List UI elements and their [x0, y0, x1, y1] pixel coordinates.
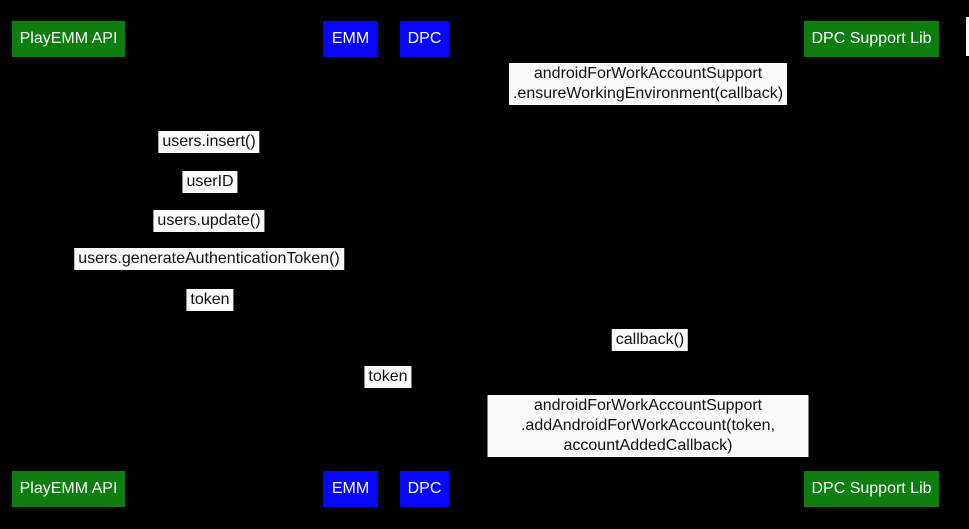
participant-playemm-api-top: PlayEMM API — [12, 21, 125, 57]
participant-dpc-support-lib-top: DPC Support Lib — [804, 21, 939, 57]
participant-emm-top: EMM — [323, 21, 378, 57]
message-token-to-dpc: token — [364, 366, 412, 388]
message-token-to-emm: token — [186, 289, 234, 311]
participant-dpc-bottom: DPC — [400, 471, 449, 507]
participant-emm-bottom: EMM — [323, 471, 378, 507]
message-callback: callback() — [611, 329, 689, 351]
vertical-scrollbar-thumb[interactable] — [966, 17, 969, 56]
message-ensure-working-environment: androidForWorkAccountSupport .ensureWork… — [508, 63, 788, 105]
message-users-insert: users.insert() — [158, 131, 260, 153]
participant-playemm-api-bottom: PlayEMM API — [12, 471, 125, 507]
message-add-android-for-work-account: androidForWorkAccountSupport .addAndroid… — [487, 395, 809, 457]
participant-dpc-support-lib-bottom: DPC Support Lib — [804, 471, 939, 507]
message-userid: userID — [182, 171, 238, 193]
message-users-generate-authentication-token: users.generateAuthenticationToken() — [74, 248, 344, 270]
message-users-update: users.update() — [153, 210, 265, 232]
participant-dpc-top: DPC — [400, 21, 449, 57]
